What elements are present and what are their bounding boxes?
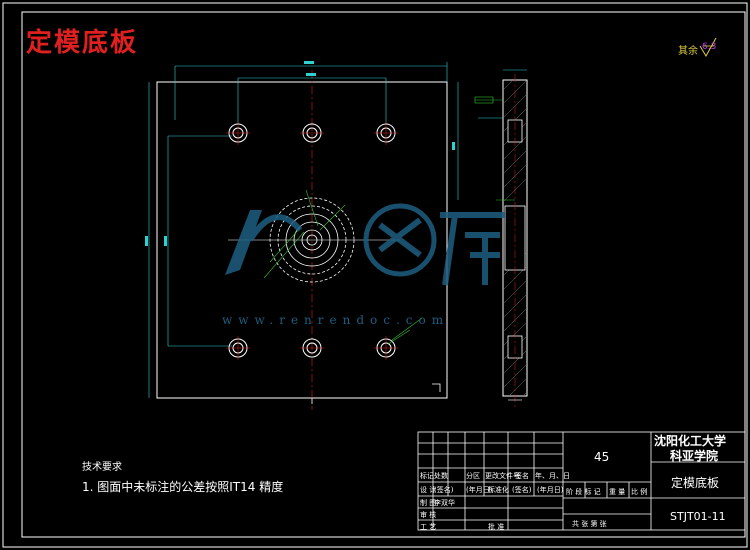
row-label-2: 设 计 [420,486,437,494]
roughness-value: 6.3 [702,42,717,52]
row-label-4: 审 核 [420,511,437,519]
part-name: 定模底板 [671,476,720,490]
plate-front-view [145,61,459,410]
row-label-5: 工 艺 [420,523,437,531]
title-block [417,431,746,531]
col-header-1: 处数 [434,472,448,480]
plate-side-view [474,69,528,410]
scale-label: 比 例 [631,488,648,496]
school-name-2: 科亚学院 [670,449,719,463]
material: 45 [594,450,610,464]
designer-sign: (签名) [434,486,454,494]
standardization-label: 标准化 [488,486,509,494]
tech-requirements-heading: 技术要求 [82,462,122,473]
approve-label: 批 准 [488,523,505,531]
watermark-logo [225,203,505,286]
weight-label: 重 量 [609,488,626,496]
row-label-1: 标记 [420,472,434,480]
col-header-3: 更改文件号 [485,472,520,480]
tech-requirement-1: 1. 图面中未标注的公差按照IT14 精度 [82,480,284,494]
locating-ring [269,197,355,283]
row-label-3: 制 图 [420,499,437,507]
roughness-label: 其余 6.3 [678,42,716,57]
watermark-url: www.renrendoc.com [222,313,450,327]
drawing-title: 定模底板 [26,28,139,58]
roughness-text: 其余 [678,46,698,57]
sheet-label: 共 张 第 张 [572,520,607,528]
inner-frame [21,11,746,538]
drafter-name: 李双华 [434,499,455,507]
col-header-2: 分区 [466,472,480,480]
col-header-5: 年、月、日 [535,472,570,480]
designer-date: (年月日) [466,486,493,494]
std-date: (年月日) [537,486,564,494]
drawing-number: STJT01-11 [670,510,726,523]
col-header-4: 签名 [515,472,529,480]
stage-label: 阶 段 标 记 [566,488,601,496]
school-name-1: 沈阳化工大学 [654,434,727,448]
std-sign: (签名) [512,486,532,494]
roughness-symbol [699,37,717,57]
